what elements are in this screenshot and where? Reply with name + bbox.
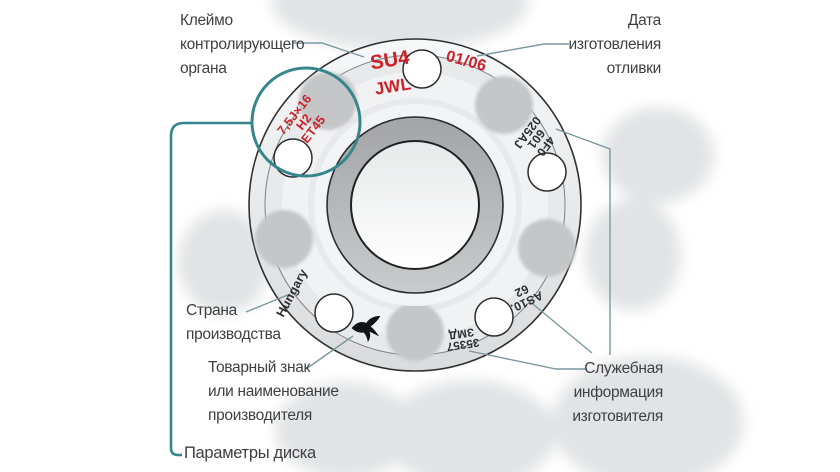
- label-line: Служебная: [584, 360, 663, 377]
- swallow-trademark-icon: [351, 315, 381, 343]
- line-service-part-number: [555, 128, 611, 355]
- label-line: Дата: [627, 12, 661, 29]
- line-disc-params-elbow: [169, 121, 252, 457]
- line-service-as: [527, 299, 593, 354]
- label-control-mark: Клеймо контролирующего органа: [180, 9, 305, 81]
- label-line: информация: [573, 384, 664, 401]
- label-line: отливки: [606, 60, 662, 77]
- connector-lines: [245, 42, 611, 370]
- label-line: контролирующего: [180, 36, 305, 53]
- bolt-holes: [273, 49, 567, 337]
- line-casting-date: [476, 43, 569, 57]
- spoke-openings: [255, 72, 576, 361]
- line-service-zmd: [468, 350, 587, 370]
- line-country: [245, 293, 291, 313]
- label-line: или наименование: [208, 383, 339, 400]
- line-trademark: [305, 335, 354, 370]
- stamp-service-zmd: 35357 ЗМД: [444, 325, 480, 352]
- line-control-mark: [293, 42, 365, 58]
- center-bore: [350, 140, 480, 270]
- label-country: Страна производства: [186, 299, 281, 347]
- label-line: изготовления: [568, 36, 662, 53]
- label-line: производителя: [208, 407, 313, 424]
- label-disc-params: Параметры диска: [184, 444, 316, 462]
- label-service-info: Служебная информация изготовителя: [572, 357, 663, 429]
- label-line: производства: [186, 326, 281, 343]
- label-line: Страна: [186, 302, 237, 319]
- label-line: органа: [180, 60, 227, 77]
- wheel-disc: [248, 38, 582, 372]
- label-line: изготовителя: [572, 408, 663, 425]
- background-wheel-shadow: [178, 0, 744, 472]
- label-casting-date: Дата изготовления отливки: [568, 9, 662, 81]
- label-line: Клеймо: [180, 12, 233, 29]
- label-trademark: Товарный знак или наименование производи…: [208, 356, 339, 428]
- label-line: Товарный знак: [208, 359, 311, 376]
